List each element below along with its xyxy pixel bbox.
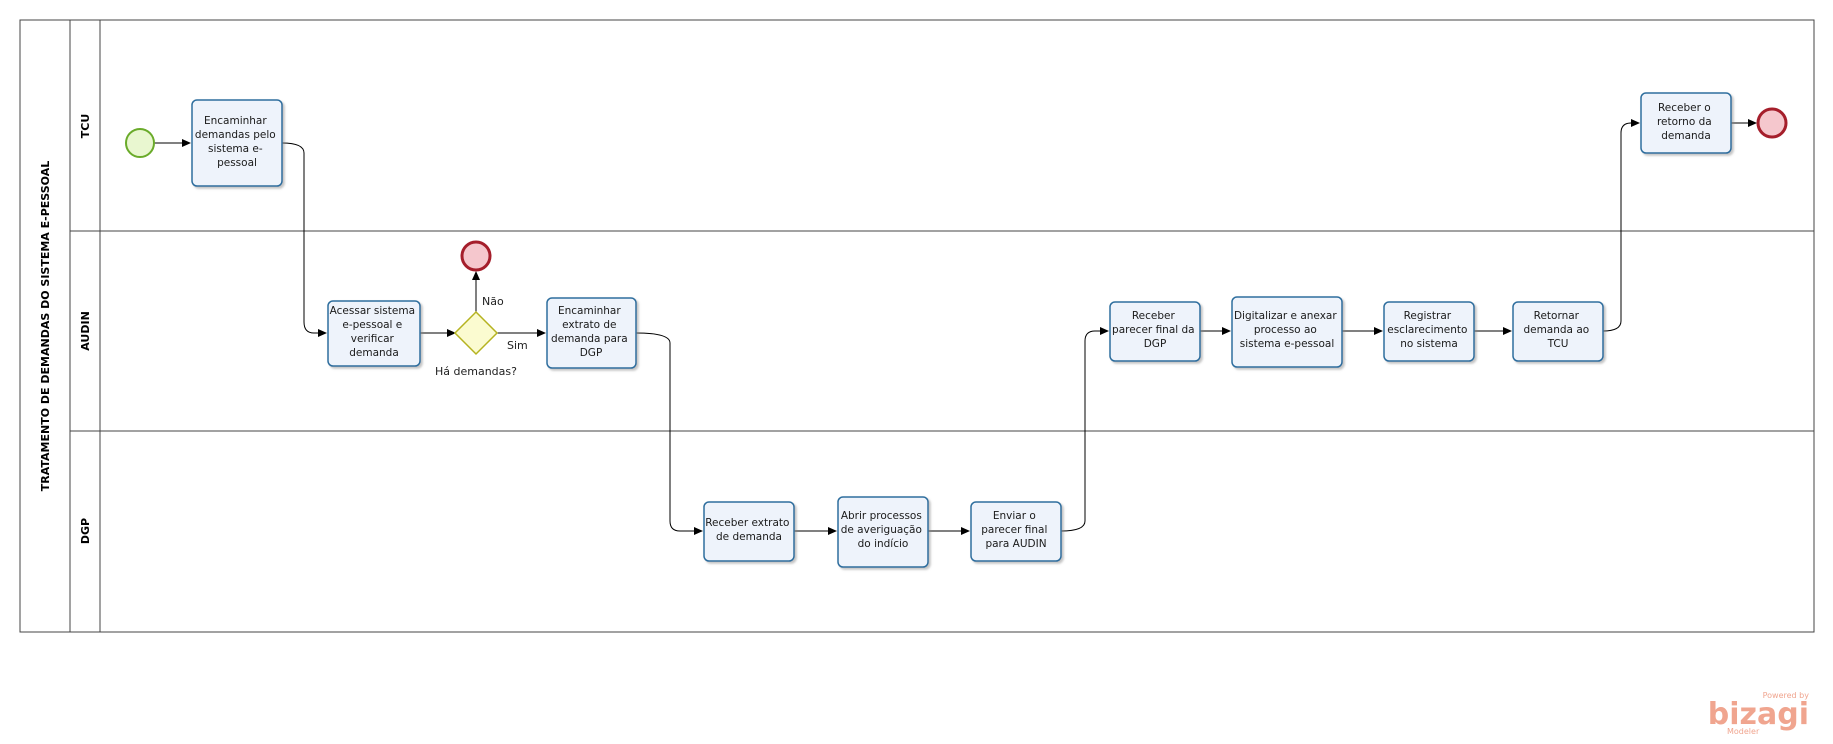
task-t1: Encaminhar demandas pelo sistema e- pess… xyxy=(191,99,283,187)
flow-t3-t4 xyxy=(635,332,703,535)
end-event xyxy=(1756,107,1788,139)
end-event-no-demand xyxy=(460,240,492,272)
svg-text:Encaminhar extrato de: Encaminhar extrato de demanda para DGP xyxy=(551,305,631,359)
task-t8-line: Digitalizar e anexar xyxy=(1234,310,1337,322)
flow-t10-t11 xyxy=(1602,119,1640,332)
task-t3-line: demanda para xyxy=(551,333,628,345)
task-t5: Abrir processos de averiguação do indíci… xyxy=(837,496,929,568)
task-t6-line: parecer final xyxy=(981,524,1047,536)
task-t9-line: Registrar xyxy=(1404,310,1452,322)
task-t7-line: Receber xyxy=(1132,310,1176,322)
task-t11-line: demanda xyxy=(1661,130,1711,142)
task-t5-line: Abrir processos xyxy=(841,510,922,522)
task-t1-line: sistema e- xyxy=(208,143,263,155)
gateway-label: Há demandas? xyxy=(435,365,517,378)
bizagi-watermark: Powered by bizagi Modeler xyxy=(1708,691,1809,736)
task-t2-line: e-pessoal e xyxy=(342,319,402,331)
svg-text:Enviar o parecer final: Enviar o parecer final para AUDIN xyxy=(981,510,1051,550)
task-t5-line: de averiguação xyxy=(841,524,922,536)
task-t11: Receber o retorno da demanda xyxy=(1640,92,1732,154)
task-t4-line: Receber extrato xyxy=(705,517,789,529)
task-t1-line: pessoal xyxy=(217,157,257,169)
start-event xyxy=(125,128,155,158)
lane-label-dgp: DGP xyxy=(79,518,92,544)
task-t3-line: Encaminhar xyxy=(558,305,621,317)
task-t7: Receber parecer final da DGP xyxy=(1109,301,1201,362)
svg-text:Registrar esclarecimento: Registrar esclarecimento no sistema xyxy=(1387,310,1471,350)
task-t5-line: do indício xyxy=(858,538,909,550)
watermark-product: Modeler xyxy=(1727,727,1760,736)
events xyxy=(125,107,1788,272)
task-t10: Retornar demanda ao TCU xyxy=(1512,301,1604,362)
task-t8-line: processo ao xyxy=(1254,324,1317,336)
task-t2-line: Acessar sistema xyxy=(330,305,415,317)
svg-text:Acessar sistema e-pessoa: Acessar sistema e-pessoal e verificar de… xyxy=(330,305,419,359)
task-t10-line: demanda ao xyxy=(1523,324,1589,336)
svg-text:Receber o retorno da: Receber o retorno da demanda xyxy=(1657,102,1715,142)
task-t3: Encaminhar extrato de demanda para DGP xyxy=(546,297,637,369)
svg-text:Digitalizar e anexar pro: Digitalizar e anexar processo ao sistema… xyxy=(1234,310,1340,350)
task-t11-line: retorno da xyxy=(1657,116,1712,128)
lane-labels: TCU AUDIN DGP xyxy=(79,114,92,544)
task-t3-line: extrato de xyxy=(562,319,616,331)
sequence-flows xyxy=(154,119,1757,535)
task-t11-line: Receber o xyxy=(1658,102,1711,114)
task-t6-line: Enviar o xyxy=(993,510,1036,522)
svg-text:Receber parecer final da: Receber parecer final da DGP xyxy=(1112,310,1198,350)
lane-label-tcu: TCU xyxy=(79,114,92,139)
svg-text:Receber extrato de deman: Receber extrato de demanda xyxy=(705,517,793,543)
task-t7-line: DGP xyxy=(1144,338,1167,350)
task-t10-line: Retornar xyxy=(1534,310,1580,322)
lane-label-audin: AUDIN xyxy=(79,311,92,351)
task-t4-line: de demanda xyxy=(716,531,782,543)
svg-text:Retornar demanda ao: Retornar demanda ao TCU xyxy=(1523,310,1592,350)
flow-t6-t7 xyxy=(1060,327,1109,532)
task-t2-line: verificar xyxy=(351,333,395,345)
task-t2: Acessar sistema e-pessoal e verificar de… xyxy=(327,300,421,367)
svg-text:Abrir processos de averi: Abrir processos de averiguação do indíci… xyxy=(841,510,926,550)
task-t10-line: TCU xyxy=(1547,338,1569,350)
task-t2-line: demanda xyxy=(349,347,399,359)
task-t8: Digitalizar e anexar processo ao sistema… xyxy=(1231,296,1343,368)
watermark-powered: Powered by xyxy=(1763,691,1810,700)
pool-title: TRATAMENTO DE DEMANDAS DO SISTEMA E-PESS… xyxy=(39,161,52,491)
task-t1-line: Encaminhar xyxy=(204,115,267,127)
gateway-no-label: Não xyxy=(482,295,504,308)
task-t9-line: esclarecimento xyxy=(1387,324,1467,336)
task-t3-line: DGP xyxy=(580,347,603,359)
flow-t1-t2 xyxy=(281,142,327,337)
task-t4: Receber extrato de demanda xyxy=(703,501,795,562)
gateway-yes-label: Sim xyxy=(507,339,528,352)
task-t1-line: demandas pelo xyxy=(195,129,276,141)
svg-text:Encaminhar demandas pelo: Encaminhar demandas pelo sistema e- pess… xyxy=(195,115,279,169)
watermark-brand: bizagi xyxy=(1708,697,1809,732)
task-t6: Enviar o parecer final para AUDIN xyxy=(970,501,1062,562)
task-t9: Registrar esclarecimento no sistema xyxy=(1383,301,1475,362)
task-t8-line: sistema e-pessoal xyxy=(1240,338,1335,350)
gateway-has-demands: Há demandas? Sim Não xyxy=(435,295,528,378)
task-t7-line: parecer final da xyxy=(1112,324,1195,336)
task-t6-line: para AUDIN xyxy=(985,538,1046,550)
task-t9-line: no sistema xyxy=(1400,338,1458,350)
